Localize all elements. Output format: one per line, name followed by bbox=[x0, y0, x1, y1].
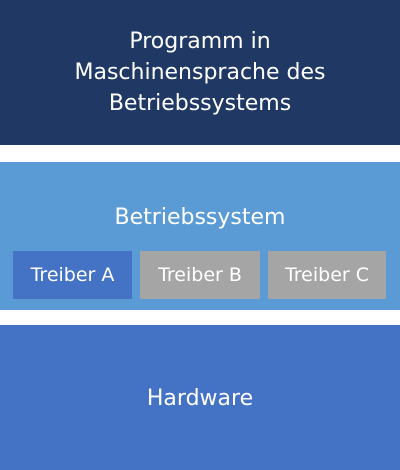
program-label-line-2: Maschinensprache des bbox=[74, 60, 326, 85]
operating-system-layer: Betriebssystem Treiber A Treiber B Treib… bbox=[0, 162, 400, 310]
program-label-line-3: Betriebssystems bbox=[108, 91, 292, 116]
driver-c-box: Treiber C bbox=[268, 251, 386, 299]
operating-system-label: Betriebssystem bbox=[114, 205, 286, 230]
hardware-layer: Hardware bbox=[0, 325, 400, 470]
program-label-line-1: Programm in bbox=[129, 29, 271, 54]
driver-a-box: Treiber A bbox=[13, 251, 132, 299]
hardware-label: Hardware bbox=[146, 385, 254, 411]
driver-c-label: Treiber C bbox=[284, 264, 370, 286]
driver-b-label: Treiber B bbox=[158, 264, 242, 286]
driver-a-label: Treiber A bbox=[30, 264, 115, 286]
driver-b-box: Treiber B bbox=[140, 251, 260, 299]
program-layer: Programm in Maschinensprache des Betrieb… bbox=[0, 0, 400, 145]
